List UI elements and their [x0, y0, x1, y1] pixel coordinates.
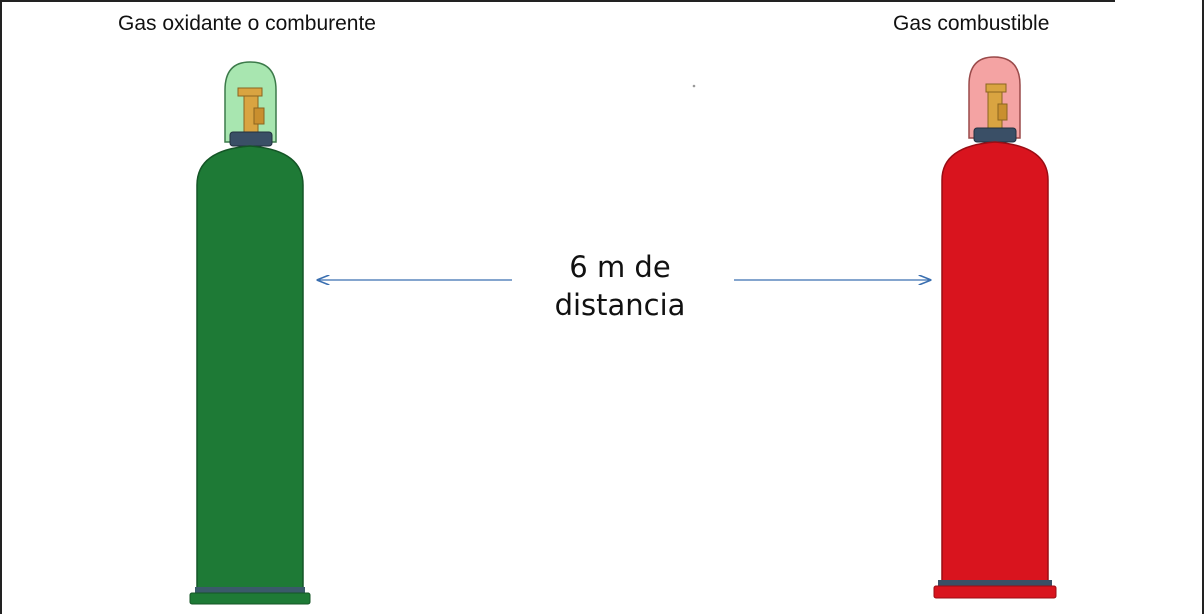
- fuel-base-ring: [938, 580, 1052, 586]
- frame-border-top: [0, 0, 1115, 2]
- oxidizer-body: [196, 145, 304, 591]
- oxidizer-cylinder: [189, 61, 311, 605]
- distance-line-1: 6 m de: [569, 250, 671, 284]
- distance-label: 6 m de distancia: [540, 248, 700, 324]
- fuel-cylinder: [933, 56, 1057, 599]
- oxidizer-base-ring: [195, 587, 305, 593]
- oxidizer-valve-top: [237, 87, 263, 97]
- fuel-valve-side: [997, 103, 1008, 121]
- oxidizer-label: Gas oxidante o comburente: [118, 12, 376, 35]
- fuel-body: [941, 141, 1049, 583]
- frame-border-left: [0, 0, 2, 614]
- oxidizer-foot: [189, 592, 311, 605]
- fuel-valve-top: [985, 83, 1007, 93]
- distance-line-2: distancia: [554, 288, 686, 322]
- fuel-label: Gas combustible: [893, 12, 1050, 35]
- oxidizer-valve-side: [253, 107, 265, 125]
- fuel-foot: [933, 585, 1057, 599]
- fuel-neck-ring: [973, 127, 1017, 143]
- oxidizer-neck-ring: [229, 131, 273, 147]
- stray-dot: [692, 84, 696, 88]
- frame-border-right: [1202, 0, 1204, 614]
